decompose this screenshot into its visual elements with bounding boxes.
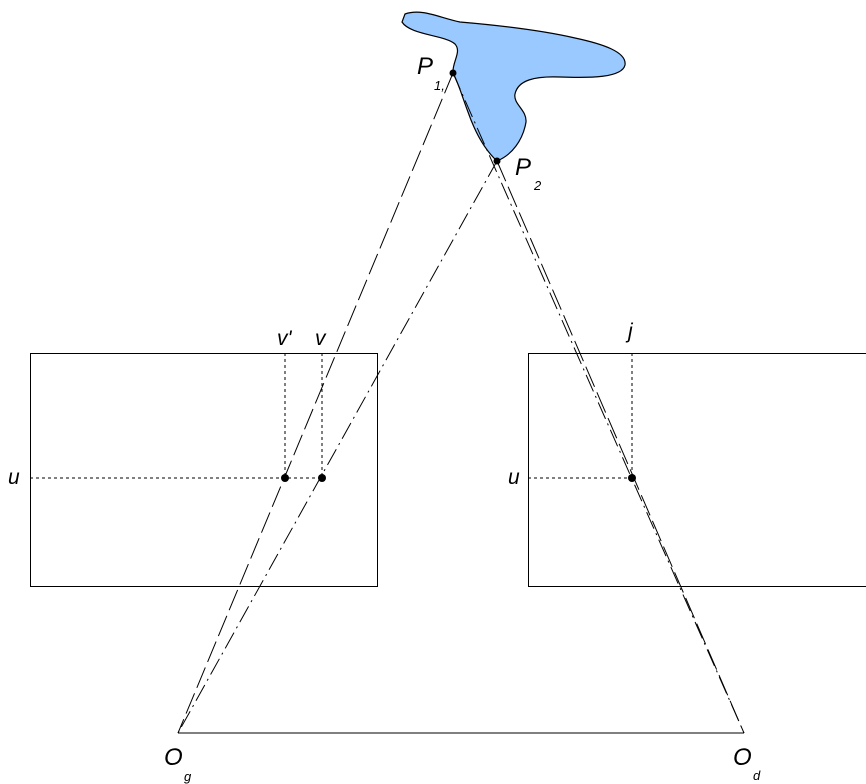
- label-right-origin: O: [733, 744, 752, 771]
- label-left-u: u: [8, 466, 20, 489]
- right-image-plane: [528, 353, 866, 587]
- label-left-v: v: [315, 327, 327, 350]
- ray-p2-to-left-origin: [177, 160, 498, 734]
- ray-p2-to-right-origin: [496, 160, 745, 734]
- label-left-origin-subscript: g: [184, 769, 192, 784]
- left-projection-vprime: [281, 474, 289, 482]
- label-right-j: j: [625, 320, 634, 343]
- label-left-vprime: v': [277, 327, 293, 350]
- label-p2-subscript: 2: [533, 178, 542, 193]
- label-left-origin: O: [164, 744, 183, 771]
- label-right-origin-subscript: d: [753, 768, 761, 783]
- label-p2: P: [515, 154, 531, 181]
- right-projection-j: [628, 474, 636, 482]
- ray-p1-to-right-origin: [452, 72, 745, 734]
- label-right-u: u: [508, 466, 520, 489]
- label-p1: P: [417, 53, 433, 80]
- point-p1: [449, 69, 457, 77]
- left-image-plane: [30, 353, 378, 587]
- label-p1-subscript: 1,: [434, 78, 445, 93]
- left-projection-v: [318, 474, 326, 482]
- ray-p1-to-left-origin: [177, 72, 454, 734]
- point-p2: [493, 157, 501, 165]
